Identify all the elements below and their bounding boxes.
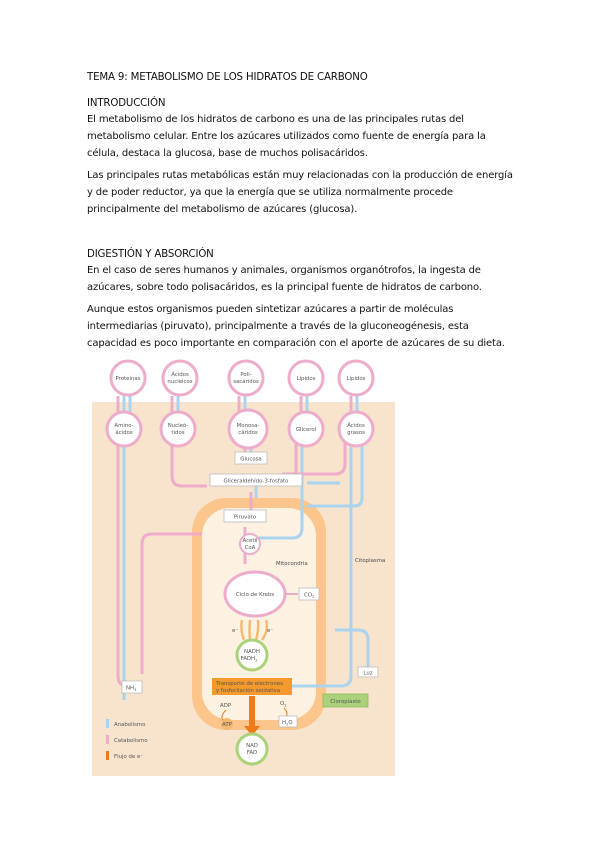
label-acetil: Acetil (243, 538, 258, 544)
label-transporte-2: y fosforilación oxidativa (216, 687, 280, 694)
box-cloroplasto (322, 693, 369, 708)
label-tidos: tidos (171, 430, 184, 436)
label-gliceraldehido: Gliceraldehído-3-fosfato (224, 478, 289, 485)
paragraph-4-line-2: intermediarias (piruvato), principalment… (87, 321, 469, 332)
electron-arrows (240, 619, 269, 641)
label-poli: Poli- (240, 372, 251, 378)
label-lipidos-2: Lípidos (347, 375, 366, 382)
legend-catabolismo-swatch (106, 735, 109, 744)
paragraph-1-line-2: metabolismo celular. Entre los azúcares … (87, 131, 486, 142)
circle-acetil-coa (239, 533, 261, 555)
circle-nad-fad (235, 732, 269, 766)
legend-anabolismo-swatch (106, 719, 109, 728)
label-nad: NAD (246, 743, 258, 749)
paragraph-2-line-3: principalmente del metabolismo de azúcar… (87, 204, 358, 215)
paragraph-4-line-3: capacidad es poco importante en comparac… (87, 338, 505, 349)
label-monosa: Monosa- (237, 423, 260, 429)
label-mitocondria: Mitocondria (276, 561, 308, 567)
section-heading-introduccion: INTRODUCCIÓN (87, 98, 166, 109)
label-glicerol: Glicerol (296, 427, 316, 433)
box-piruvato (223, 509, 267, 523)
label-electron-2: e⁻ (267, 628, 273, 634)
label-luz: Luz (363, 671, 372, 677)
box-glucosa (234, 451, 268, 465)
legend-flujo: Flujo de e⁻ (114, 754, 143, 760)
paragraph-3-line-1: En el caso de seres humanos y animales, … (87, 265, 481, 276)
electron-transport-arrow (244, 726, 260, 736)
label-proteinas: Proteínas (115, 375, 140, 382)
legend: Anabolismo Catabolismo Flujo de e⁻ (106, 719, 148, 760)
paragraph-3-line-2: azúcares, sobre todo polisacáridos, es l… (87, 282, 482, 293)
label-atp: ATP (222, 722, 233, 728)
label-fadh: FADH2 (241, 656, 258, 663)
legend-flujo-swatch (106, 751, 109, 760)
label-transporte-1: Transporte de electrones (215, 681, 283, 687)
label-nucleicos: nucleicos (167, 379, 192, 385)
paragraph-2-line-2: y de poder reductor, ya que la energía q… (87, 187, 453, 198)
label-electron-1: e⁻ (232, 628, 238, 634)
label-grasos: grasos (347, 430, 365, 436)
label-glucosa: Glucosa (240, 457, 261, 463)
document-title: TEMA 9: METABOLISMO DE LOS HIDRATOS DE C… (87, 72, 368, 83)
paragraph-1-line-1: El metabolismo de los hidratos de carbon… (87, 114, 464, 125)
label-acidos-grasos-1: Ácidos (347, 422, 365, 429)
section-heading-digestion: DIGESTIÓN Y ABSORCIÓN (87, 249, 214, 260)
box-nh3 (121, 680, 143, 694)
legend-anabolismo: Anabolismo (114, 722, 145, 728)
label-citoplasma: Citoplasma (355, 558, 385, 564)
label-fad: FAD (247, 750, 257, 756)
label-caridos: cáridos (238, 429, 258, 436)
label-adp: ADP (220, 703, 232, 709)
label-acidos-amino: ácidos (115, 429, 132, 436)
label-krebs: Ciclo de Krebs (236, 592, 275, 598)
circle-krebs (223, 570, 287, 618)
top-row-circles (109, 359, 375, 397)
label-nadh: NADH (244, 649, 260, 655)
circle-atp (221, 718, 233, 730)
label-h2o: H2O (282, 720, 293, 727)
paragraph-4-line-1: Aunque estos organismos pueden sintetiza… (87, 304, 454, 315)
box-transporte (212, 678, 292, 695)
paragraph-2-line-1: Las principales rutas metabólicas están … (87, 170, 513, 181)
metabolism-diagram: Proteínas Ácidos nucleicos Poli- sacárid… (92, 358, 396, 776)
box-gliceraldehido (209, 473, 303, 487)
middle-row-circles (105, 408, 375, 450)
label-acidos: Ácidos (171, 371, 189, 378)
label-co2: CO2 (304, 593, 314, 600)
box-h2o (278, 715, 298, 728)
label-sacaridos: sacáridos (233, 378, 259, 385)
label-piruvato: Piruvato (234, 515, 256, 521)
label-lipidos-1: Lípidos (297, 375, 316, 382)
paragraph-1-line-3: célula, destaca la glucosa, base de much… (87, 148, 368, 159)
label-o2: O2 (280, 701, 287, 708)
label-cloroplasto: Cloroplasto (330, 699, 360, 705)
label-coa: CoA (245, 545, 256, 551)
label-nucleo: Nucleó- (168, 422, 189, 429)
circle-nadh (235, 638, 269, 672)
legend-catabolismo: Catabolismo (114, 738, 148, 744)
label-amino: Amino- (114, 423, 133, 429)
box-co2 (298, 587, 320, 601)
label-nh3: NH3 (126, 686, 136, 693)
box-luz (357, 666, 379, 678)
